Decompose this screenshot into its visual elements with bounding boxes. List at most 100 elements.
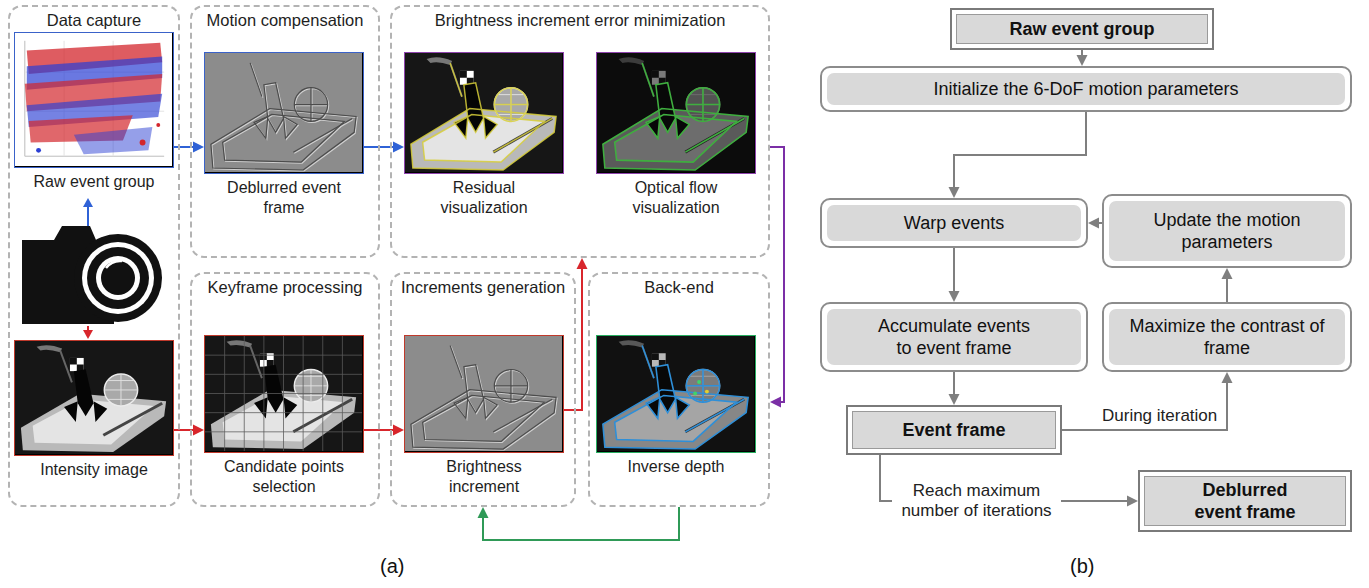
image-panel: Intensity image [14, 340, 174, 480]
image-thumbnail [15, 341, 172, 454]
connector [364, 425, 404, 436]
box-text: Event frame [902, 419, 1005, 441]
image-panel: Optical flow visualization [596, 52, 756, 218]
arrow-head [193, 142, 204, 153]
process-box: Initialize the 6-DoF motion parameters [820, 66, 1352, 112]
box-text: Warp events [904, 212, 1004, 234]
image-frame [596, 335, 756, 453]
image-panel: Candidate points selection [204, 335, 364, 497]
connector [478, 507, 680, 540]
image-caption: Intensity image [14, 460, 174, 480]
edge-label: During iteration [1100, 406, 1219, 426]
box-fill: Accumulate events to event frame [827, 309, 1081, 365]
connector [770, 147, 784, 408]
connector-line [770, 147, 784, 402]
stage-panel: Increments generationBrightness incremen… [390, 272, 576, 507]
image-frame [14, 340, 174, 456]
connector [949, 112, 1087, 198]
image-frame [404, 335, 564, 453]
image-panel: Inverse depth [596, 335, 756, 477]
image-caption: Candidate points selection [219, 457, 349, 497]
connector [949, 372, 960, 405]
image-frame [404, 52, 564, 174]
connector [1062, 372, 1233, 430]
panel-heading: Motion compensation [192, 10, 378, 30]
process-box: Update the motion parameters [1102, 194, 1352, 268]
connector-line [483, 507, 679, 540]
connector [1077, 50, 1088, 66]
panel-heading: Keyframe processing [192, 277, 378, 297]
image-frame [204, 52, 364, 174]
box-text: Accumulate events to event frame [869, 315, 1039, 359]
box-text: Deblurred event frame [1185, 479, 1305, 523]
image-thumbnail [405, 336, 562, 451]
image-caption: Brightness increment [429, 457, 539, 497]
panel-heading: Brightness increment error minimization [392, 10, 768, 30]
arrow-head [1127, 496, 1138, 507]
connector [1088, 218, 1102, 229]
image-caption: Raw event group [14, 172, 174, 192]
connector-line [953, 372, 955, 396]
box-fill: Initialize the 6-DoF motion parameters [827, 73, 1345, 105]
image-caption: Optical flow visualization [621, 178, 731, 218]
arrow-head [193, 425, 204, 436]
panel-label: (a) [380, 554, 404, 578]
box-fill: Update the motion parameters [1109, 201, 1345, 261]
arrow-head [949, 291, 960, 302]
image-caption: Inverse depth [596, 457, 756, 477]
panel-heading: Increments generation [392, 277, 574, 297]
stage-panel: Motion compensationDeblurred event frame [190, 5, 380, 258]
image-panel: Deblurred event frame [204, 52, 364, 218]
box-text: Raw event group [1009, 18, 1154, 40]
panel-heading: Data capture [10, 10, 178, 30]
connector [1222, 268, 1233, 302]
image-caption: Deblurred event frame [219, 178, 349, 218]
arrow-head [949, 187, 960, 198]
connector [949, 248, 960, 302]
connector-line [1062, 381, 1227, 430]
arrow-head [1088, 218, 1099, 229]
connector-line [954, 112, 1086, 189]
box-fill: Raw event group [956, 14, 1208, 44]
data-box: Event frame [846, 405, 1062, 455]
stage-panel: Data captureRaw event groupIntensity ima… [8, 5, 180, 507]
box-text: Maximize the contrast of frame [1127, 315, 1327, 359]
arrow-head [1077, 55, 1088, 66]
stage-panel: Brightness increment error minimizationR… [390, 5, 770, 258]
image-panel: Brightness increment [404, 335, 564, 497]
process-box: Accumulate events to event frame [820, 302, 1088, 372]
arrow-head [393, 425, 404, 436]
data-box: Deblurred event frame [1138, 470, 1352, 532]
arrow-head [770, 397, 781, 408]
box-text: Initialize the 6-DoF motion parameters [933, 78, 1238, 100]
data-box: Raw event group [950, 8, 1214, 50]
arrow-head [478, 507, 489, 518]
stage-panel: Back-endInverse depth [588, 272, 770, 507]
image-frame [204, 335, 364, 453]
box-fill: Event frame [852, 411, 1056, 449]
image-thumbnail [205, 53, 362, 172]
arrow-head [577, 258, 588, 269]
panel-label: (b) [1070, 554, 1094, 578]
arrow-head [949, 394, 960, 405]
box-fill: Deblurred event frame [1144, 476, 1346, 526]
image-thumbnail [597, 53, 754, 172]
process-box: Maximize the contrast of frame [1102, 302, 1352, 372]
panel-heading: Back-end [590, 277, 768, 297]
image-thumbnail [15, 33, 172, 166]
image-thumbnail [597, 336, 754, 451]
connector [364, 142, 404, 153]
connector-line [1226, 277, 1228, 302]
image-panel: Residual visualization [404, 52, 564, 218]
image-panel: Raw event group [14, 32, 174, 192]
box-fill: Warp events [827, 205, 1081, 241]
edge-label: Reach maximum number of iterations [892, 481, 1061, 521]
image-frame [596, 52, 756, 174]
connector-line [564, 267, 582, 410]
image-frame [14, 32, 174, 168]
arrow-head [1222, 268, 1233, 279]
box-fill: Maximize the contrast of frame [1109, 309, 1345, 365]
process-box: Warp events [820, 198, 1088, 248]
image-thumbnail [205, 336, 362, 451]
